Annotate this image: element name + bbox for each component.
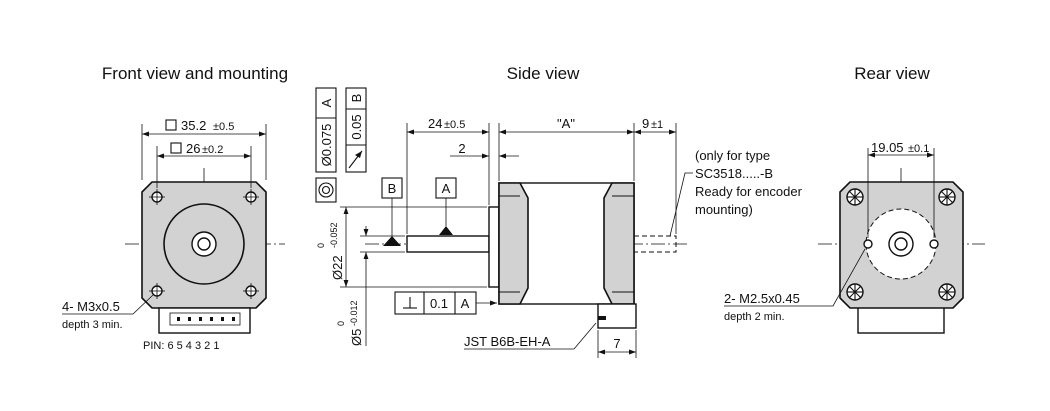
- side-dim-22-lower: -0.052: [329, 222, 339, 248]
- rear-connector: [857, 304, 945, 334]
- rear-dim-19: 19.05: [871, 140, 904, 155]
- front-shaft: [197, 237, 211, 251]
- front-view-title: Front view and mounting: [102, 64, 288, 83]
- rear-holes-depth: depth 2 min.: [724, 311, 785, 323]
- front-dim-outer-tol: ±0.5: [213, 121, 234, 133]
- front-view: 35.2 ±0.5 26 ±0.2 4- M3x0.5 depth 3 min.…: [62, 118, 285, 352]
- front-connector-housing: [169, 312, 241, 326]
- side-note-line-4: mounting): [695, 202, 753, 217]
- svg-text:0.1: 0.1: [430, 296, 448, 311]
- front-pin-labels: PIN: 6 5 4 3 2 1: [143, 340, 219, 352]
- rear-encoder-hole-left: [863, 239, 873, 249]
- side-pilot: [488, 206, 500, 288]
- svg-text:A: A: [461, 296, 470, 311]
- side-dim-7: 7: [613, 336, 620, 351]
- side-rear-cap: [603, 182, 635, 305]
- side-datum-b: B: [388, 181, 397, 196]
- svg-text:Ø0.075: Ø0.075: [319, 124, 334, 167]
- rear-shaft: [894, 237, 908, 251]
- side-note-line-2: SC3518.....-B: [695, 166, 773, 181]
- rear-view-title: Rear view: [854, 64, 930, 83]
- rear-encoder-hole-right: [929, 239, 939, 249]
- side-gdt-concentric-frame: [315, 177, 337, 203]
- side-gdt-runout-frame: A Ø0.075: [315, 87, 337, 173]
- front-dim-inner: 26: [186, 141, 200, 156]
- side-gdt-perp-frame: B 0.05: [345, 87, 367, 173]
- side-note-line-3: Ready for encoder: [695, 184, 803, 199]
- front-mounting-holes: [149, 189, 259, 299]
- rear-view: 19.05 ±0.1 2- M2.5x0.45 depth 2 min.: [724, 140, 985, 334]
- side-perpendicularity-frame: 0.1 A: [394, 291, 497, 315]
- side-dim-a: "A": [557, 116, 575, 131]
- svg-text:A: A: [319, 98, 334, 107]
- side-note-line-1: (only for type: [695, 148, 770, 163]
- side-dim-5-lower: -0.012: [349, 300, 359, 326]
- side-dim-9-tol: ±1: [651, 119, 663, 131]
- side-view: A Ø0.075 B 0.05 B A: [315, 87, 803, 358]
- side-dim-22: Ø22: [330, 255, 345, 280]
- side-front-cap: [498, 182, 529, 305]
- side-dim-9: 9: [642, 116, 649, 131]
- side-dim-24-tol: ±0.5: [444, 119, 465, 131]
- front-holes-label: 4- M3x0.5: [62, 299, 120, 314]
- side-front-shaft: [406, 235, 490, 253]
- side-dim-24: 24: [428, 116, 442, 131]
- side-dim-5: Ø5: [349, 329, 364, 346]
- side-connector-label: JST B6B-EH-A: [464, 334, 551, 349]
- rear-holes-label: 2- M2.5x0.45: [724, 291, 800, 306]
- svg-text:0.05: 0.05: [349, 114, 364, 139]
- front-holes-depth: depth 3 min.: [62, 319, 123, 331]
- rear-screws: [846, 188, 956, 301]
- side-dim-22-upper: 0: [316, 243, 326, 248]
- side-datum-a: A: [442, 181, 451, 196]
- front-dim-inner-tol: ±0.2: [202, 144, 223, 156]
- side-dim-5-upper: 0: [336, 321, 346, 326]
- rear-dim-19-tol: ±0.1: [908, 143, 929, 155]
- svg-text:B: B: [349, 94, 364, 103]
- side-view-title: Side view: [507, 64, 580, 83]
- side-dim-2: 2: [458, 141, 465, 156]
- front-connector-pins: [177, 317, 235, 321]
- front-connector: [158, 307, 251, 334]
- side-rear-shaft: [633, 235, 677, 253]
- front-dim-outer: 35.2: [181, 118, 206, 133]
